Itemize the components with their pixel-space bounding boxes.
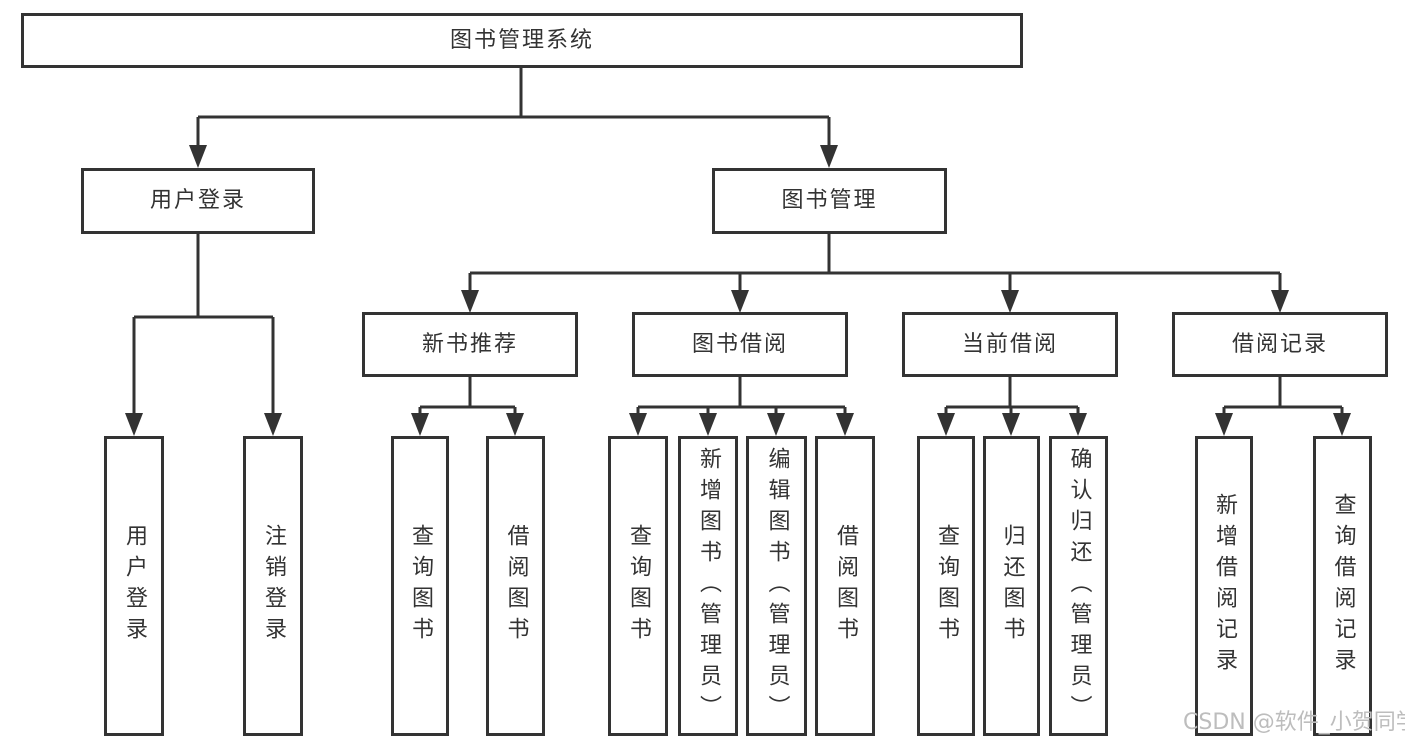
node-book-borrow: 图书借阅 xyxy=(632,312,848,377)
leaf-current-query-books: 查询图书 xyxy=(917,436,975,736)
node-user-login-label: 用户登录 xyxy=(149,188,246,213)
leaf-borrow-query-books: 查询图书 xyxy=(608,436,668,736)
leaf-user-login: 用户登录 xyxy=(104,436,164,736)
leaf-label: 查询借阅记录 xyxy=(1330,493,1356,679)
node-borrow-records: 借阅记录 xyxy=(1172,312,1388,377)
node-borrow-records-label: 借阅记录 xyxy=(1231,331,1328,357)
node-current-borrow: 当前借阅 xyxy=(902,312,1118,377)
leaf-recommend-query-books: 查询图书 xyxy=(391,436,449,736)
leaf-borrow-borrow-books: 借阅图书 xyxy=(815,436,875,736)
leaf-label: 确认归还（管理员） xyxy=(1066,446,1092,726)
leaf-records-query-record: 查询借阅记录 xyxy=(1313,436,1372,736)
leaf-label: 借阅图书 xyxy=(833,524,858,648)
leaf-label: 归还图书 xyxy=(999,524,1025,648)
leaf-borrow-edit-books-admin: 编辑图书（管理员） xyxy=(746,436,807,736)
leaf-borrow-add-books-admin: 新增图书（管理员） xyxy=(678,436,738,736)
arrowheads xyxy=(125,145,1351,436)
node-new-book-recommend-label: 新书推荐 xyxy=(421,331,518,357)
node-user-login: 用户登录 xyxy=(81,168,315,234)
node-book-borrow-label: 图书借阅 xyxy=(691,331,788,357)
node-current-borrow-label: 当前借阅 xyxy=(961,331,1058,357)
node-book-management: 图书管理 xyxy=(712,168,947,234)
leaf-label: 注销登录 xyxy=(261,524,286,648)
leaf-label: 借阅图书 xyxy=(503,524,529,648)
leaf-label: 新增图书（管理员） xyxy=(696,446,721,726)
watermark: CSDN @软件_小贺同学 xyxy=(1183,710,1405,735)
leaf-current-return-books: 归还图书 xyxy=(983,436,1040,736)
leaf-recommend-borrow-books: 借阅图书 xyxy=(486,436,545,736)
node-root: 图书管理系统 xyxy=(21,13,1023,68)
leaf-logout: 注销登录 xyxy=(243,436,303,736)
leaf-label: 查询图书 xyxy=(934,524,959,648)
leaf-records-add-record: 新增借阅记录 xyxy=(1195,436,1253,736)
node-book-management-label: 图书管理 xyxy=(781,188,878,213)
leaf-label: 新增借阅记录 xyxy=(1212,493,1237,679)
connector-paths xyxy=(132,68,1344,418)
leaf-label: 查询图书 xyxy=(408,524,433,648)
leaf-label: 编辑图书（管理员） xyxy=(764,446,790,726)
leaf-current-confirm-return-admin: 确认归还（管理员） xyxy=(1049,436,1108,736)
node-new-book-recommend: 新书推荐 xyxy=(362,312,578,377)
leaf-label: 用户登录 xyxy=(122,524,147,648)
node-root-label: 图书管理系统 xyxy=(449,27,594,53)
leaf-label: 查询图书 xyxy=(626,524,651,648)
